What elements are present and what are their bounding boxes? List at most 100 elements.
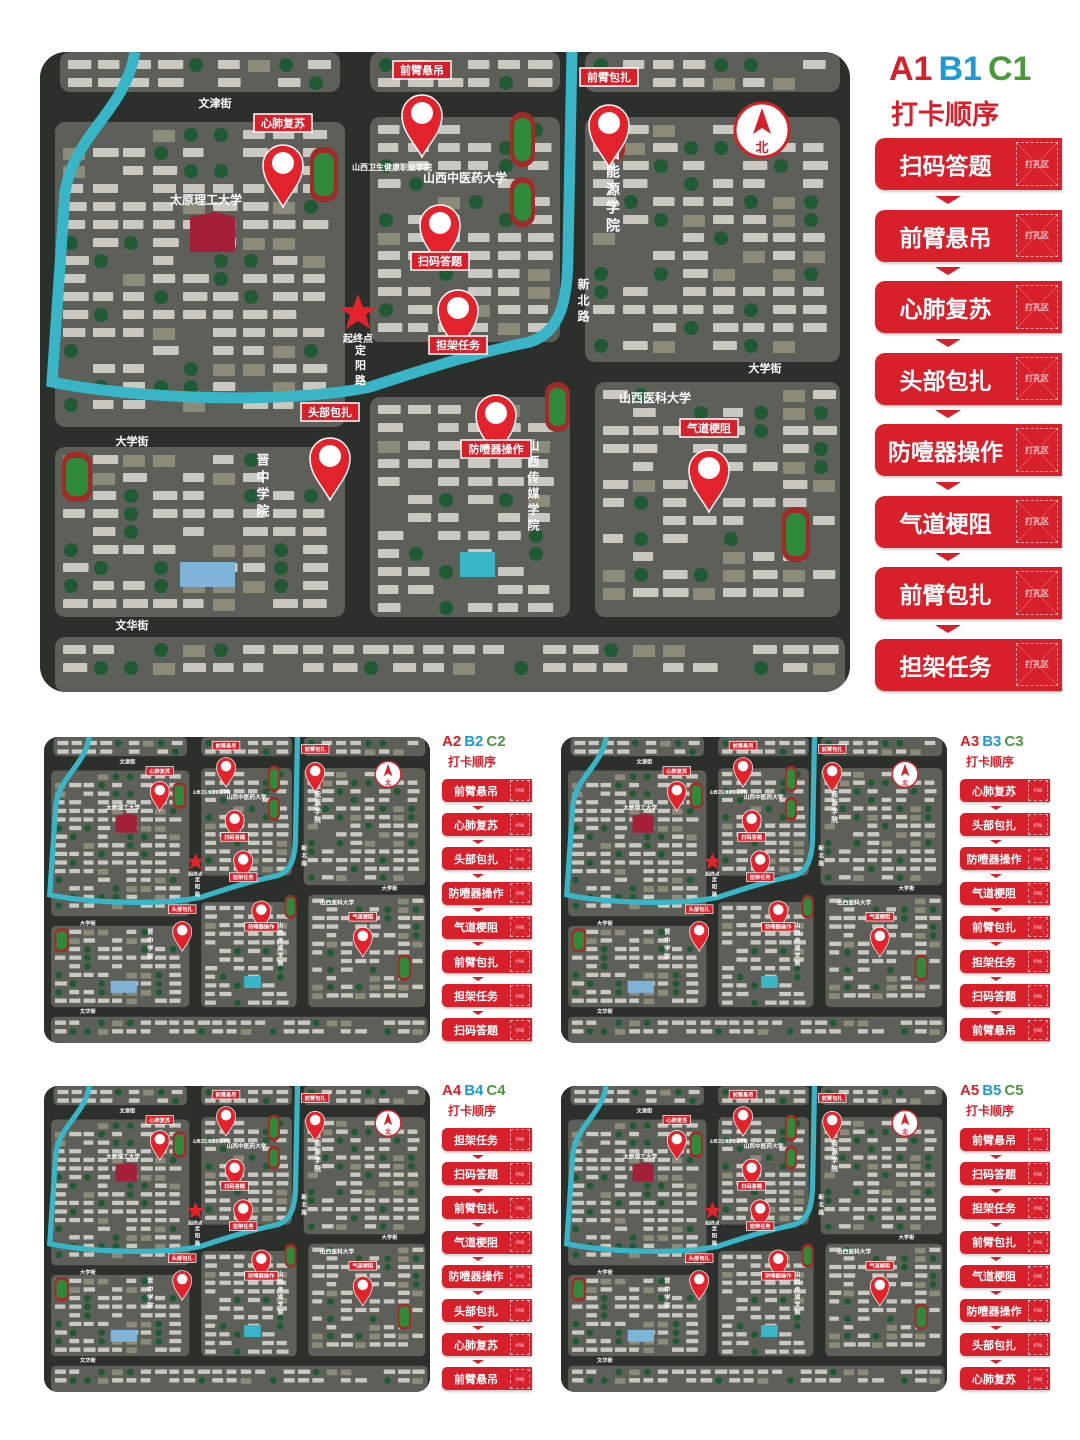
sports-track [801, 1243, 814, 1268]
landmark-building [110, 980, 137, 993]
campus-label-media: 山西传媒学院 [276, 1270, 284, 1317]
checkpoint-marker-stretcher[interactable]: 担架任务 [428, 289, 488, 355]
order-step: 防噎器操作打孔区 [442, 881, 532, 905]
checkpoint-marker-airway[interactable]: 气道梗阻 [679, 418, 739, 514]
checkpoint-marker-airway[interactable]: 气道梗阻 [865, 912, 894, 958]
checkpoint-marker-scan[interactable]: 扫码答题 [737, 1158, 766, 1191]
checkpoint-marker-sling[interactable]: 前臂悬吊 [211, 740, 241, 788]
checkpoint-marker-head[interactable]: 头部包扎 [685, 904, 714, 952]
checkpoint-marker-cpr[interactable]: 心肺复苏 [145, 766, 174, 812]
checkpoint-marker-airway[interactable]: 气道梗阻 [348, 912, 377, 958]
punch-area: 打孔区 [510, 951, 530, 972]
step-label: 防噎器操作 [966, 852, 1022, 866]
punch-area: 打孔区 [1028, 1334, 1048, 1355]
checkpoint-marker-head[interactable]: 头部包扎 [685, 1253, 714, 1301]
punch-area: 打孔区 [1028, 882, 1048, 904]
punch-area: 打孔区 [1016, 356, 1058, 401]
start-label: 起终点 [342, 332, 373, 345]
checkpoint-marker-stretcher[interactable]: 担架任务 [746, 1199, 775, 1231]
campus-label-medical: 山西医科大学 [320, 898, 355, 906]
city-block [570, 1086, 704, 1106]
marker-label: 前臂包扎 [822, 1094, 844, 1102]
checkpoint-marker-forearm[interactable]: 前臂包扎 [300, 1093, 330, 1142]
punch-area: 打孔区 [510, 1163, 530, 1184]
group-code: B1 [938, 50, 982, 88]
checkpoint-marker-airway[interactable]: 气道梗阻 [348, 1261, 377, 1307]
campus-label-medical: 山西医科大学 [619, 390, 691, 405]
checkpoint-marker-stretcher[interactable]: 担架任务 [229, 1199, 258, 1231]
sports-track [784, 796, 797, 821]
down-arrow-icon [472, 1359, 484, 1364]
sports-track [571, 1277, 586, 1302]
down-arrow-icon [990, 1359, 1002, 1364]
checkpoint-marker-choke_device[interactable]: 防噎器操作 [460, 394, 532, 459]
street-label-xinbei: 新北路 [817, 1193, 824, 1217]
checkpoint-marker-sling[interactable]: 前臂悬吊 [211, 1089, 241, 1137]
group-code: A4 [442, 1082, 462, 1099]
checkpoint-marker-scan[interactable]: 扫码答题 [737, 809, 766, 842]
landmark-building [632, 1162, 654, 1182]
north-compass-icon [374, 760, 402, 788]
campus-label-tyut: 太原理工大学 [170, 192, 242, 207]
checkpoint-marker-cpr[interactable]: 心肺复苏 [662, 1115, 691, 1161]
checkpoint-marker-cpr[interactable]: 心肺复苏 [662, 766, 691, 812]
start-label: 起终点 [187, 1220, 203, 1227]
sports-track [284, 894, 297, 919]
landmark-building [110, 1329, 137, 1342]
city-block [820, 1117, 943, 1235]
punch-area: 打孔区 [1028, 814, 1048, 835]
checkpoint-marker-head[interactable]: 头部包扎 [168, 904, 197, 952]
order-step: 气道梗阻打孔区 [960, 1264, 1050, 1288]
checkpoint-marker-forearm[interactable]: 前臂包扎 [817, 744, 847, 793]
city-block [718, 1250, 814, 1357]
checkpoint-marker-scan[interactable]: 扫码答题 [220, 1158, 249, 1191]
step-label: 扫码答题 [899, 154, 992, 180]
city-block [55, 637, 845, 692]
checkpoint-marker-stretcher[interactable]: 担架任务 [746, 850, 775, 882]
step-label: 气道梗阻 [972, 1270, 1016, 1284]
sports-track [267, 796, 280, 821]
checkpoint-marker-sling[interactable]: 前臂悬吊 [392, 60, 452, 159]
checkpoint-marker-sling[interactable]: 前臂悬吊 [728, 1089, 758, 1137]
checkpoint-marker-choke_device[interactable]: 防噎器操作 [761, 900, 796, 932]
checkpoint-marker-choke_device[interactable]: 防噎器操作 [244, 1249, 279, 1281]
checkpoint-marker-forearm[interactable]: 前臂包扎 [300, 744, 330, 793]
checkpoint-marker-scan[interactable]: 扫码答题 [220, 809, 249, 842]
checkpoint-marker-sling[interactable]: 前臂悬吊 [728, 740, 758, 788]
checkpoint-marker-head[interactable]: 头部包扎 [168, 1253, 197, 1301]
marker-label: 防噎器操作 [765, 923, 792, 931]
checkpoint-marker-cpr[interactable]: 心肺复苏 [145, 1115, 174, 1161]
route-map-5: 文津街大学街大学街文华街定阳路新北路太原理工大学山西中医药大学山西卫生健康职业学… [561, 1086, 947, 1392]
step-label: 担架任务 [972, 1201, 1016, 1215]
down-arrow-icon [990, 1291, 1002, 1296]
campus-label-medical: 山西医科大学 [320, 1247, 355, 1255]
punch-area: 打孔区 [1016, 642, 1058, 687]
sports-track [62, 452, 92, 502]
down-arrow-icon [990, 874, 1002, 878]
checkpoint-marker-choke_device[interactable]: 防噎器操作 [761, 1249, 796, 1281]
north-label: 北 [385, 779, 392, 787]
step-label: 头部包扎 [972, 1338, 1016, 1352]
marker-label: 担架任务 [750, 873, 772, 881]
checkpoint-marker-stretcher[interactable]: 担架任务 [229, 850, 258, 882]
marker-label: 前臂包扎 [305, 1094, 327, 1102]
marker-label: 防噎器操作 [248, 1272, 275, 1280]
punch-area: 打孔区 [510, 882, 530, 904]
checkpoint-marker-choke_device[interactable]: 防噎器操作 [244, 900, 279, 932]
checkpoint-marker-head[interactable]: 头部包扎 [300, 402, 360, 502]
sports-track [267, 1145, 280, 1170]
step-label: 头部包扎 [454, 852, 498, 866]
campus-label-medical: 山西医科大学 [837, 1247, 872, 1255]
punch-area: 打孔区 [510, 1334, 530, 1355]
checkpoint-marker-cpr[interactable]: 心肺复苏 [253, 113, 313, 209]
checkpoint-marker-airway[interactable]: 气道梗阻 [865, 1261, 894, 1307]
checkpoint-marker-scan[interactable]: 扫码答题 [410, 204, 470, 271]
checkpoint-marker-forearm[interactable]: 前臂包扎 [817, 1093, 847, 1142]
campus-label-tyut: 太原理工大学 [105, 1153, 141, 1161]
step-label: 扫码答题 [454, 1023, 498, 1037]
start-star-icon [703, 852, 722, 870]
landmark-building [627, 980, 654, 993]
checkpoint-marker-forearm[interactable]: 前臂包扎 [579, 67, 639, 169]
punch-area: 打孔区 [1016, 285, 1058, 329]
